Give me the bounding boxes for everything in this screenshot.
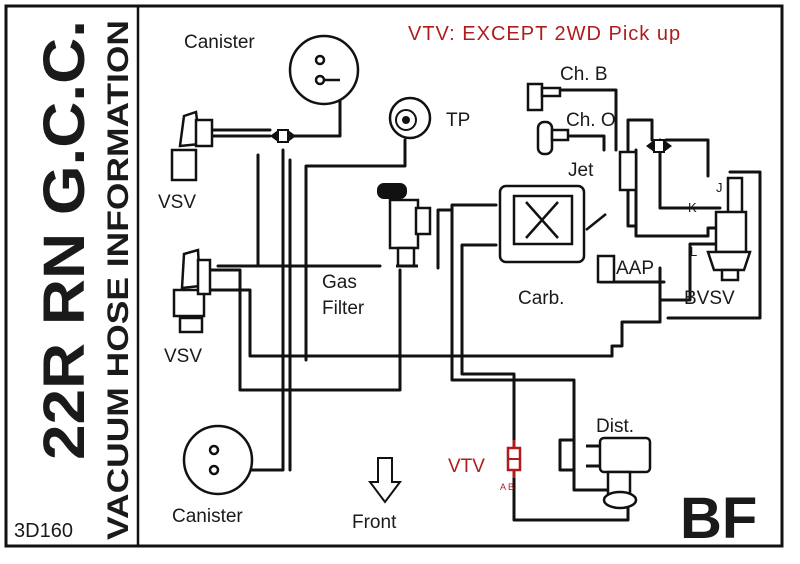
vsv-bottom-icon (172, 248, 212, 334)
gas-filter-label-1: Gas (322, 272, 357, 293)
chamber-o-label: Ch. O (566, 110, 616, 131)
chamber-b-label: Ch. B (560, 64, 608, 85)
corner-code: BF (680, 486, 757, 551)
bvsv-icon (706, 176, 752, 282)
tp-label: TP (446, 110, 470, 131)
sidebar-subtitle: VACUUM HOSE INFORMATION (102, 20, 135, 540)
diagram-frame (4, 4, 784, 548)
jet-label: Jet (568, 160, 594, 181)
aap-icon (596, 254, 616, 284)
chamber-b-icon (526, 82, 562, 112)
bvsv-port-k: K (688, 200, 697, 215)
vacuum-hoses (208, 60, 762, 522)
sidebar-title: 22R RN G.C.C. (32, 20, 97, 460)
check-valve-icon (270, 129, 296, 143)
vsv-top-icon (170, 110, 214, 182)
front-arrow-icon (368, 457, 402, 504)
carb-label: Carb. (518, 288, 564, 309)
gas-filter-icon (377, 183, 432, 268)
vsv-bottom-label: VSV (164, 346, 202, 367)
sidebar-code: 3D160 (14, 520, 73, 542)
vsv-top-label: VSV (158, 192, 196, 213)
tp-icon (388, 96, 432, 140)
canister-top-icon (288, 34, 360, 106)
front-label: Front (352, 512, 397, 533)
aap-label: AAP (616, 258, 654, 279)
jet-icon (618, 150, 638, 192)
bvsv-port-j: J (716, 180, 723, 195)
vtv-icon (506, 440, 522, 478)
canister-top-label: Canister (184, 32, 255, 53)
vtv-ports-label: A B (500, 482, 514, 492)
jet-check-valve-icon (646, 139, 672, 153)
vtv-note: VTV: EXCEPT 2WD Pick up (408, 23, 681, 45)
chamber-o-icon (536, 120, 570, 156)
dist-label: Dist. (596, 416, 634, 437)
bvsv-port-l: L (690, 244, 697, 259)
canister-bottom-icon (182, 424, 254, 496)
distributor-icon (586, 436, 652, 510)
canister-bottom-label: Canister (172, 506, 243, 527)
vtv-label: VTV (448, 456, 485, 477)
bvsv-label: BVSV (684, 288, 735, 309)
carburetor-icon (498, 184, 607, 264)
gas-filter-label-2: Filter (322, 298, 365, 319)
